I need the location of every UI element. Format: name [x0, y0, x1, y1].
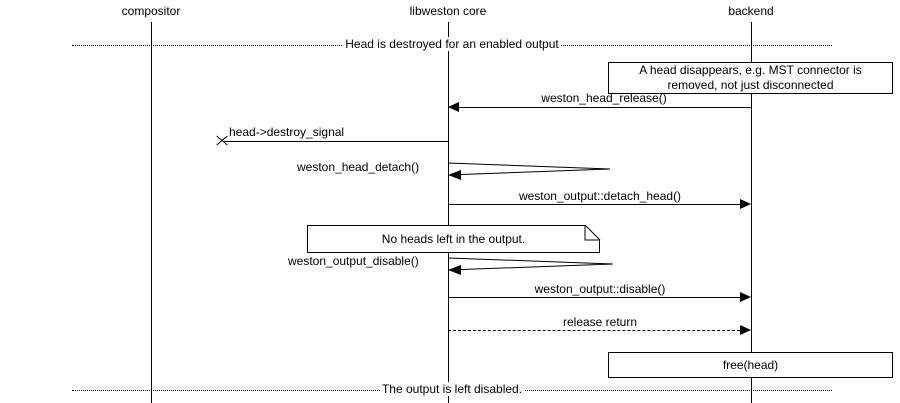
- message-line-weston-output-disable-call: [448, 297, 740, 298]
- self-message-weston-head-detach: [448, 160, 613, 182]
- divider-label-bottom: The output is left disabled.: [379, 382, 525, 396]
- note-free-head: free(head): [608, 352, 893, 378]
- participant-label-backend: backend: [728, 4, 774, 18]
- message-line-weston-output-detach-head: [448, 204, 740, 205]
- self-message-weston-output-disable: [448, 255, 618, 277]
- note-no-heads-left: No heads left in the output.: [307, 225, 600, 253]
- arrowhead-right-release-return: [740, 325, 751, 335]
- note-head-disappears: A head disappears, e.g. MST connector is…: [608, 62, 893, 94]
- message-label-weston-output-disable: weston_output_disable(): [288, 254, 419, 268]
- x-terminator-icon: [215, 134, 229, 148]
- lifeline-libweston-core: [448, 22, 449, 403]
- message-line-release-return: [448, 330, 740, 331]
- message-label-release-return: release return: [562, 315, 638, 329]
- message-line-head-destroy-signal: [224, 141, 448, 142]
- message-label-weston-head-release: weston_head_release(): [541, 91, 667, 105]
- lifeline-compositor: [151, 22, 152, 403]
- arrowhead-right-weston-output-disable: [740, 292, 751, 302]
- message-label-head-destroy-signal: head->destroy_signal: [229, 125, 345, 139]
- arrowhead-left-weston-head-release: [448, 102, 459, 112]
- participant-label-libweston-core: libweston core: [409, 4, 487, 18]
- arrowhead-right-weston-output-detach-head: [740, 199, 751, 209]
- participant-label-compositor: compositor: [121, 4, 181, 18]
- message-label-weston-output-detach-head: weston_output::detach_head(): [518, 189, 682, 203]
- message-line-weston-head-release: [459, 107, 751, 108]
- lifeline-backend: [751, 22, 752, 403]
- note-fold-outline-icon: [584, 224, 601, 241]
- message-label-weston-head-detach: weston_head_detach(): [297, 160, 420, 174]
- message-label-weston-output-disable-call: weston_output::disable(): [534, 282, 666, 296]
- divider-label-top: Head is destroyed for an enabled output: [343, 37, 561, 51]
